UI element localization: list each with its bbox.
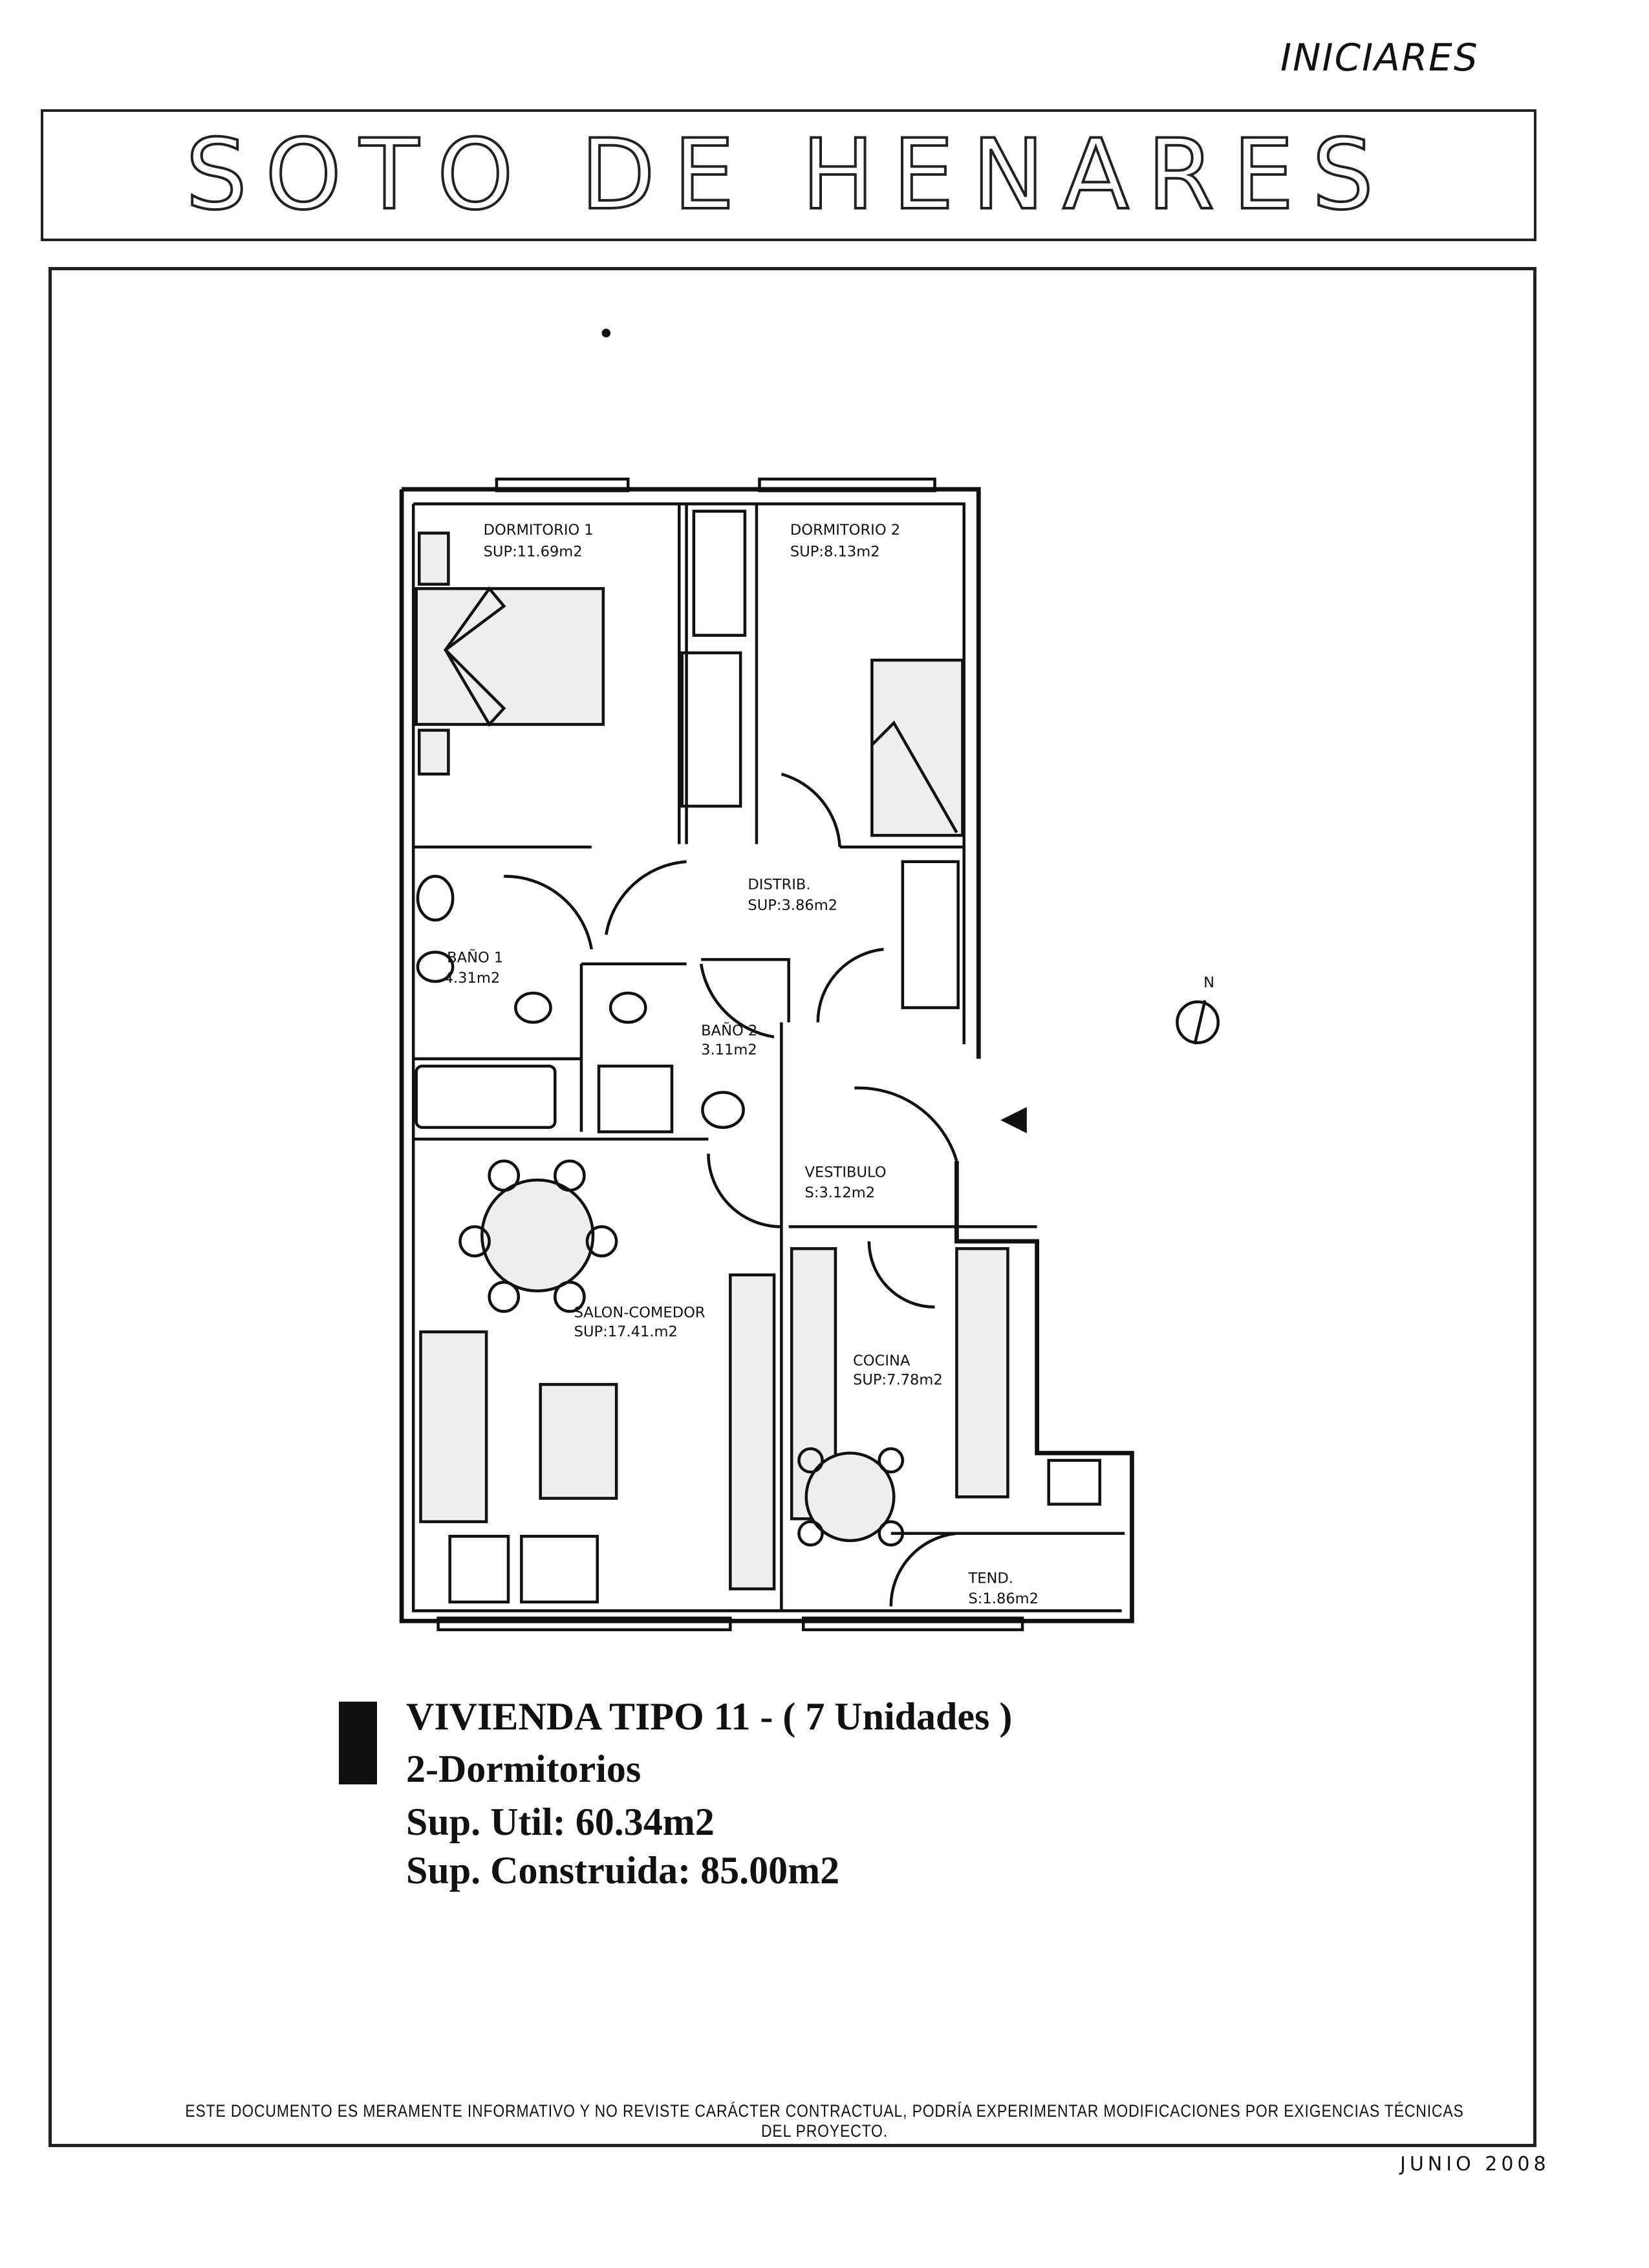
room-name: BAÑO 1 xyxy=(447,948,503,967)
entrance-arrow-icon xyxy=(1000,1107,1027,1133)
toilet xyxy=(514,991,552,1024)
window xyxy=(436,1616,732,1632)
armchair xyxy=(448,1534,510,1604)
north-label: N xyxy=(1203,974,1214,991)
interior-wall xyxy=(413,504,964,849)
door-swing xyxy=(504,875,593,950)
door-swing xyxy=(699,963,775,1039)
double-bed xyxy=(415,587,605,726)
toilet xyxy=(416,950,455,983)
wardrobe xyxy=(692,509,747,637)
door-swing xyxy=(816,948,884,1023)
shower xyxy=(597,1064,674,1133)
useful-area: Sup. Util: 60.34m2 xyxy=(406,1801,715,1843)
washer xyxy=(1047,1459,1102,1506)
interior-wall xyxy=(413,957,790,1132)
room-name: BAÑO 2 xyxy=(701,1022,757,1040)
room-area: SUP:17.41.m2 xyxy=(574,1323,678,1340)
room-area: SUP:11.69m2 xyxy=(484,544,583,561)
interior-wall xyxy=(413,1022,1125,1611)
wardrobe xyxy=(901,860,960,1009)
dwelling-type: VIVIENDA TIPO 11 - ( 7 Unidades ) xyxy=(406,1695,1013,1738)
built-area: Sup. Construida: 85.00m2 xyxy=(406,1849,840,1892)
window xyxy=(801,1616,1024,1632)
disclaimer: ESTE DOCUMENTO ES MERAMENTE INFORMATIVO … xyxy=(185,2101,1464,2141)
chair xyxy=(797,1447,824,1474)
plan-frame xyxy=(48,267,1536,2147)
sink xyxy=(701,1091,745,1129)
room-name: SALON-COMEDOR xyxy=(574,1304,706,1321)
room-name: DISTRIB. xyxy=(748,877,810,893)
chair xyxy=(488,1280,521,1313)
room-name: COCINA xyxy=(853,1353,911,1369)
nightstand xyxy=(417,531,450,586)
door-swing xyxy=(707,1153,782,1228)
room-name: TEND. xyxy=(967,1570,1013,1587)
info-marker-bar xyxy=(339,1702,377,1784)
room-area: S:1.86m2 xyxy=(968,1590,1039,1607)
room-name: VESTIBULO xyxy=(805,1164,887,1181)
outer-wall-inner xyxy=(411,502,1122,1612)
north-compass-icon xyxy=(1176,1000,1220,1045)
chair xyxy=(585,1225,618,1257)
door-swing xyxy=(867,1241,935,1309)
bathtub xyxy=(415,1064,557,1129)
handwritten-annotation: INICIARES xyxy=(1280,36,1479,80)
dining-table xyxy=(480,1178,595,1293)
sofa xyxy=(419,1330,488,1523)
room-area: 4.31m2 xyxy=(444,970,501,987)
room-area: SUP:3.86m2 xyxy=(748,897,837,914)
mark xyxy=(601,328,611,337)
sink xyxy=(416,875,455,922)
nightstand xyxy=(417,729,450,776)
wardrobe xyxy=(680,651,742,808)
room-area: S:3.12m2 xyxy=(805,1184,876,1201)
chair xyxy=(458,1225,491,1257)
armchair xyxy=(520,1534,599,1604)
bedrooms: 2-Dormitorios xyxy=(406,1748,641,1790)
counter xyxy=(955,1247,1009,1499)
chair xyxy=(878,1520,905,1547)
door-swing xyxy=(889,1532,957,1607)
coffee-table xyxy=(539,1383,618,1500)
bed-sheet xyxy=(870,720,958,833)
date: JUNIO 2008 xyxy=(1400,2153,1550,2176)
window xyxy=(495,477,630,493)
toilet xyxy=(609,991,647,1024)
chair xyxy=(554,1159,586,1192)
door-swing xyxy=(854,1086,958,1162)
chair xyxy=(488,1159,521,1192)
room-area: 3.11m2 xyxy=(701,1042,757,1058)
door-swing xyxy=(781,773,841,848)
window xyxy=(758,477,936,493)
room-area: SUP:8.13m2 xyxy=(790,544,880,561)
chair xyxy=(554,1280,586,1313)
door-swing xyxy=(605,860,687,936)
title-box: SOTO DE HENARES xyxy=(41,109,1536,241)
chair xyxy=(878,1447,905,1474)
room-area: SUP:7.78m2 xyxy=(853,1371,943,1388)
chair xyxy=(797,1520,824,1547)
single-bed xyxy=(870,658,964,837)
page-title: SOTO DE HENARES xyxy=(184,119,1392,231)
kitchen-table xyxy=(804,1451,896,1543)
bed-sheet xyxy=(443,586,506,727)
room-name: DORMITORIO 2 xyxy=(790,522,900,539)
shelf xyxy=(729,1273,776,1590)
room-name: DORMITORIO 1 xyxy=(484,522,594,539)
